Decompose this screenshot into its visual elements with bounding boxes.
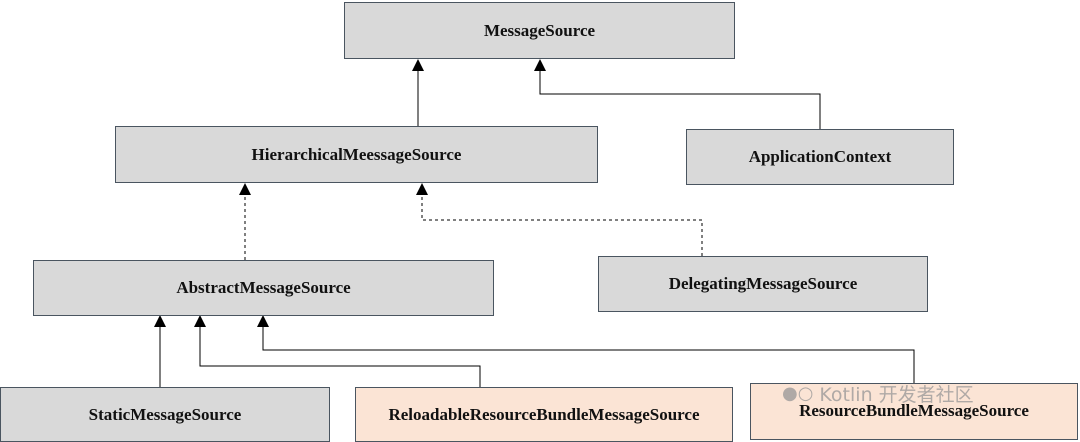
node-reloadable-resource-bundle-message-source: ReloadableResourceBundleMessageSource [355,387,733,442]
node-label: DelegatingMessageSource [668,274,858,293]
node-static-message-source: StaticMessageSource [0,387,330,442]
node-label: ApplicationContext [748,147,892,166]
node-resource-bundle-message-source: ResourceBundleMessageSource [750,383,1078,440]
node-label: ReloadableResourceBundleMessageSource [388,404,700,424]
node-label: ResourceBundleMessageSource [799,401,1029,420]
edge-resourcebundle-to-abstract [257,315,915,383]
edge-applicationcontext-to-messagesource [534,59,821,129]
node-label: StaticMessageSource [88,404,242,424]
edge-reloadable-to-abstract [194,315,481,387]
node-hierarchical-message-source: HierarchicalMeessageSource [115,126,598,183]
node-application-context: ApplicationContext [686,129,954,185]
node-label: HierarchicalMeessageSource [251,144,462,164]
node-delegating-message-source: DelegatingMessageSource [598,256,928,312]
node-message-source: MessageSource [344,2,735,59]
node-label: MessageSource [483,20,596,40]
node-abstract-message-source: AbstractMessageSource [33,260,494,316]
node-label: AbstractMessageSource [176,278,351,297]
edge-delegating-to-hierarchical [416,183,703,256]
